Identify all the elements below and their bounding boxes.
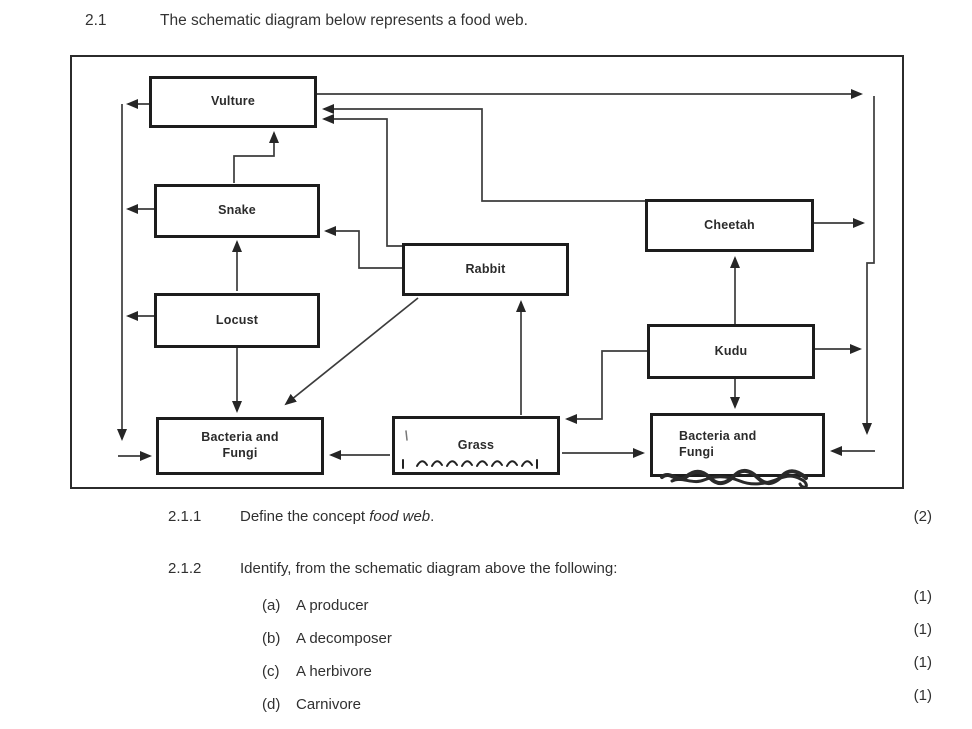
node-bacteria-fungi-right-line2: Fungi <box>679 445 715 459</box>
item-b-label: (b) <box>262 630 281 647</box>
node-cheetah-label: Cheetah <box>704 217 755 232</box>
node-bacteria-fungi-right: Bacteria and Fungi <box>650 413 825 477</box>
item-a-mark: (1) <box>913 588 932 605</box>
item-d-text: Carnivore <box>296 696 362 713</box>
question-heading: 2.1 The schematic diagram below represent… <box>85 12 528 30</box>
node-cheetah: Cheetah <box>645 199 814 252</box>
question-2-1-2: 2.1.2 Identify, from the schematic diagr… <box>168 560 932 577</box>
node-vulture-label: Vulture <box>211 94 255 109</box>
item-a-label: (a) <box>262 597 281 614</box>
node-bacteria-fungi-left: Bacteria and Fungi <box>156 417 324 475</box>
question-item-d: (d) Carnivore (1) <box>262 687 932 713</box>
item-b-text: A decomposer <box>296 630 392 647</box>
item-d-label: (d) <box>262 696 281 713</box>
node-grass-label: Grass <box>457 437 495 452</box>
node-kudu: Kudu <box>647 324 815 379</box>
q1-text-italic: food web <box>369 508 431 525</box>
question-2-1-1-number: 2.1.1 <box>168 508 202 525</box>
item-c-text: A herbivore <box>296 663 372 680</box>
node-locust-label: Locust <box>215 312 259 327</box>
question-2-1-2-number: 2.1.2 <box>168 560 202 577</box>
item-b-mark: (1) <box>913 621 932 638</box>
item-a-text: A producer <box>296 597 369 614</box>
node-bacteria-fungi-right-line1: Bacteria and <box>679 429 757 444</box>
q1-text-prefix: Define the concept <box>240 508 370 525</box>
question-2-1-1-mark: (2) <box>913 508 932 525</box>
node-snake-label: Snake <box>218 203 256 218</box>
item-c-mark: (1) <box>913 654 932 671</box>
node-grass: Grass <box>392 416 560 475</box>
item-c-label: (c) <box>262 663 280 680</box>
node-kudu-label: Kudu <box>714 343 748 358</box>
question-item-c: (c) A herbivore (1) <box>262 654 932 680</box>
q1-text-suffix: . <box>430 508 435 525</box>
question-item-a: (a) A producer (1) <box>262 588 932 614</box>
node-snake: Snake <box>154 184 320 238</box>
question-number: 2.1 <box>85 12 107 29</box>
question-2-1-2-text: Identify, from the schematic diagram abo… <box>240 560 618 577</box>
node-locust: Locust <box>154 293 320 348</box>
node-bacteria-fungi-left-line1: Bacteria and <box>201 430 279 445</box>
question-title: The schematic diagram below represents a… <box>160 12 528 29</box>
question-2-1-1: 2.1.1 Define the concept food web. (2) <box>168 508 932 525</box>
node-rabbit-label: Rabbit <box>465 261 506 276</box>
question-2-1-1-text: Define the concept food web. <box>240 508 914 525</box>
food-web-diagram-frame: Vulture Snake Locust Bacteria and Fungi … <box>70 55 904 489</box>
question-item-b: (b) A decomposer (1) <box>262 621 932 647</box>
food-web-arrows <box>117 89 875 461</box>
node-vulture: Vulture <box>149 76 317 128</box>
node-bacteria-fungi-left-line2: Fungi <box>222 446 258 460</box>
item-d-mark: (1) <box>913 687 932 704</box>
node-rabbit: Rabbit <box>402 243 569 296</box>
